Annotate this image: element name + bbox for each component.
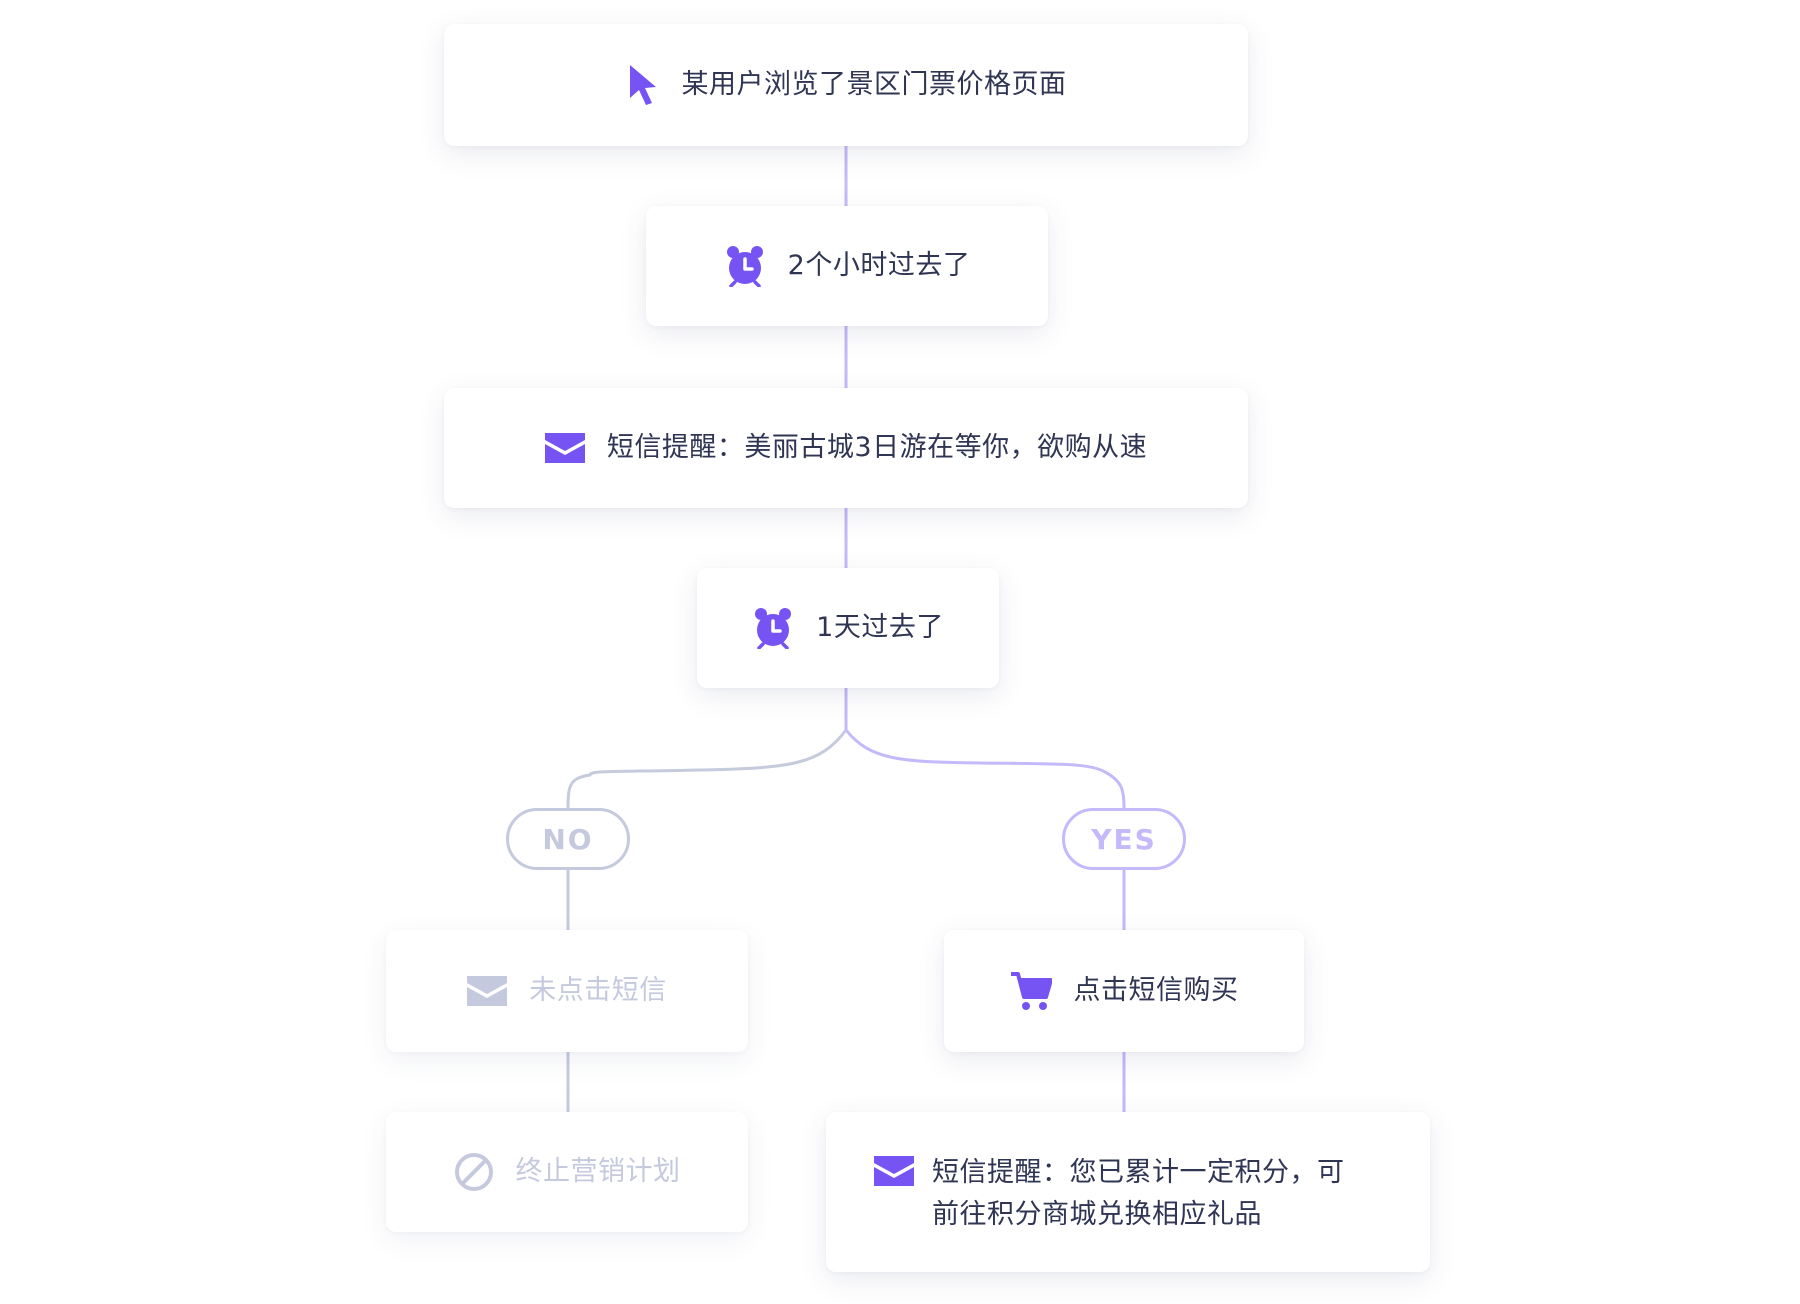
branch-no-label: NO <box>542 822 594 856</box>
no-outcome-label: 终止营销计划 <box>515 1156 681 1187</box>
yes-condition-label: 点击短信购买 <box>1073 975 1239 1006</box>
step-wait-2h-card: 2个小时过去了 <box>646 206 1048 326</box>
envelope-icon <box>467 976 508 1006</box>
step-browse-card: 某用户浏览了景区门票价格页面 <box>444 24 1248 146</box>
yes-outcome-line-1: 短信提醒：您已累计一定积分，可 <box>932 1157 1345 1188</box>
branch-yes-pill: YES <box>1062 808 1186 870</box>
yes-condition-card: 点击短信购买 <box>944 930 1304 1052</box>
no-outcome-card: 终止营销计划 <box>386 1112 748 1232</box>
no-condition-label: 未点击短信 <box>529 975 667 1006</box>
envelope-icon <box>544 433 585 463</box>
step-browse-label: 某用户浏览了景区门票价格页面 <box>681 69 1067 100</box>
step-sms-reminder-label: 短信提醒：美丽古城3日游在等你，欲购从速 <box>606 432 1148 463</box>
step-wait-1d-label: 1天过去了 <box>816 612 944 643</box>
step-wait-1d-card: 1天过去了 <box>697 568 999 688</box>
yes-outcome-card: 短信提醒：您已累计一定积分，可 前往积分商城兑换相应礼品 <box>826 1112 1430 1272</box>
connector-branch-no <box>566 729 848 809</box>
yes-outcome-text: 短信提醒：您已累计一定积分，可 前往积分商城兑换相应礼品 <box>932 1152 1345 1236</box>
envelope-icon <box>874 1156 914 1186</box>
prohibited-icon <box>454 1152 494 1192</box>
cursor-arrow-icon <box>626 63 660 107</box>
connector-branch-yes <box>844 729 1126 809</box>
shopping-cart-icon <box>1010 971 1052 1011</box>
yes-outcome-line-2: 前往积分商城兑换相应礼品 <box>932 1199 1262 1230</box>
branch-no-pill: NO <box>506 808 630 870</box>
alarm-clock-icon <box>752 607 794 649</box>
no-condition-card: 未点击短信 <box>386 930 748 1052</box>
branch-yes-label: YES <box>1091 822 1157 856</box>
alarm-clock-icon <box>724 245 766 287</box>
step-wait-2h-label: 2个小时过去了 <box>787 250 971 281</box>
step-sms-reminder-card: 短信提醒：美丽古城3日游在等你，欲购从速 <box>444 388 1248 508</box>
